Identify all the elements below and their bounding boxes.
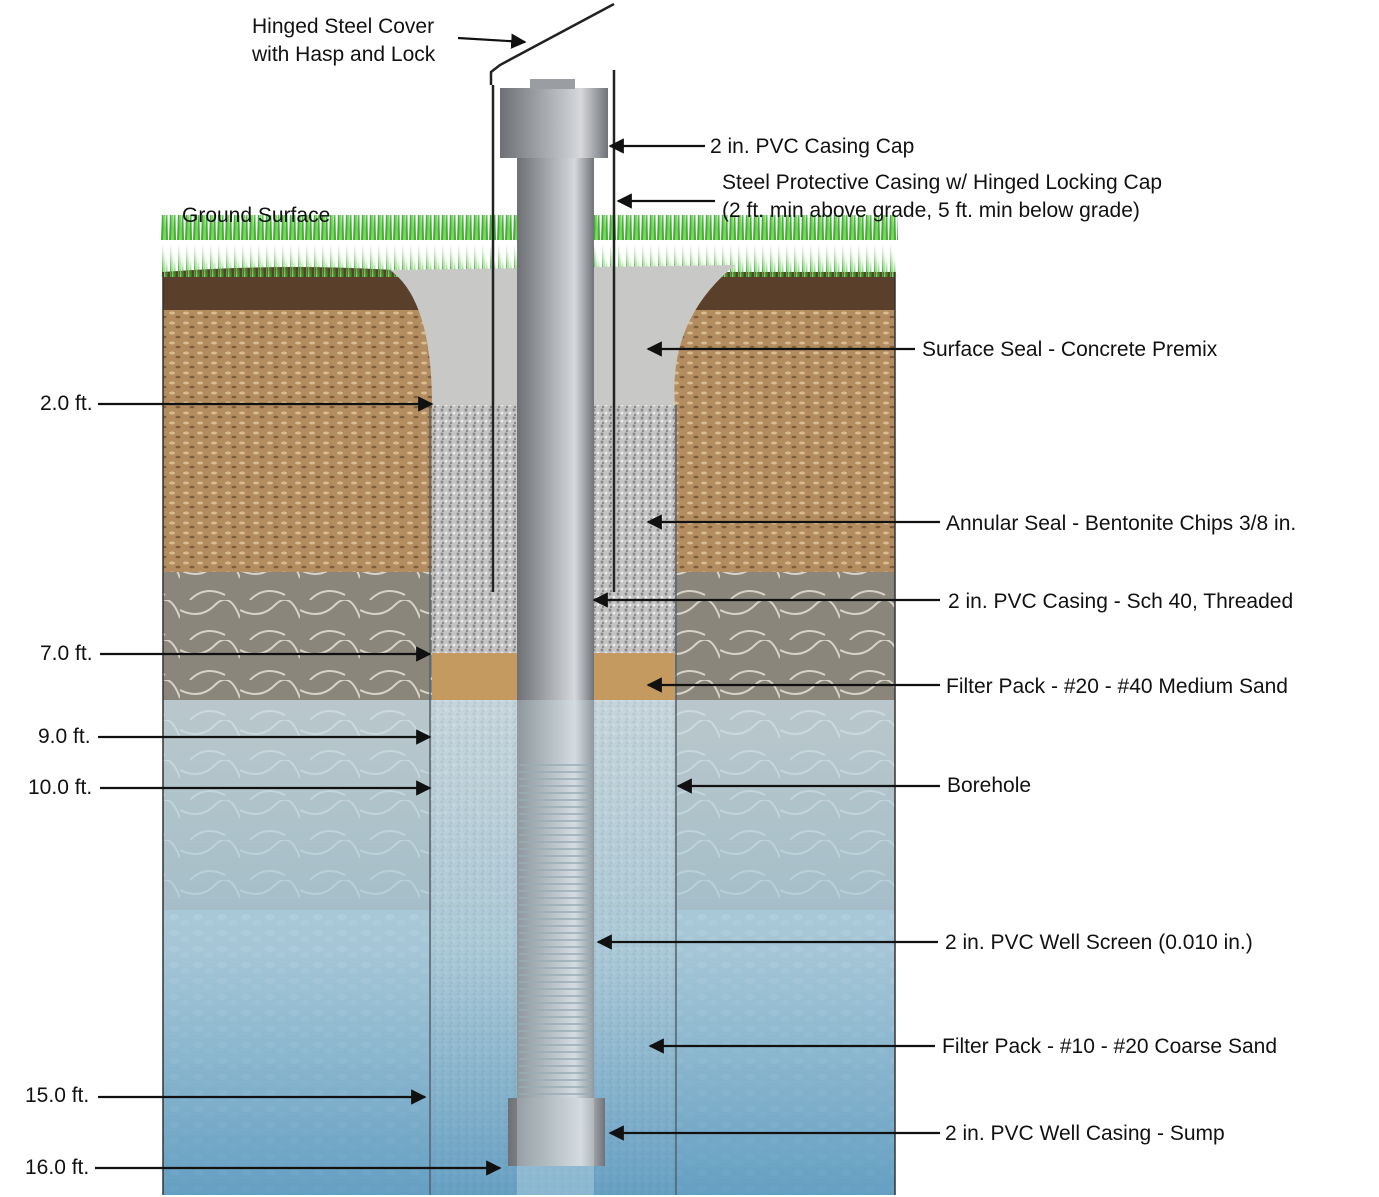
label-pvc-casing: 2 in. PVC Casing - Sch 40, Threaded bbox=[948, 590, 1293, 613]
label-surface-seal: Surface Seal - Concrete Premix bbox=[922, 338, 1218, 361]
label-protective-casing-2: (2 ft. min above grade, 5 ft. min below … bbox=[722, 199, 1140, 222]
label-borehole: Borehole bbox=[947, 774, 1031, 797]
label-hinged-cover: Hinged Steel Cover bbox=[252, 15, 434, 38]
hinged-cover bbox=[489, 2, 615, 85]
depth-label: 16.0 ft. bbox=[25, 1156, 89, 1179]
label-filter-medium: Filter Pack - #20 - #40 Medium Sand bbox=[946, 675, 1288, 698]
depth-label: 2.0 ft. bbox=[40, 392, 93, 415]
depth-label: 15.0 ft. bbox=[25, 1084, 89, 1107]
sump bbox=[508, 1098, 605, 1166]
label-protective-casing: Steel Protective Casing w/ Hinged Lockin… bbox=[722, 171, 1162, 194]
cap-top bbox=[530, 79, 575, 89]
label-hinged-cover-2: with Hasp and Lock bbox=[251, 43, 436, 66]
steel-protective-casing bbox=[489, 2, 616, 592]
depth-label: 9.0 ft. bbox=[38, 725, 91, 748]
casing-cap bbox=[500, 88, 608, 158]
depth-label: 10.0 ft. bbox=[28, 776, 92, 799]
label-sump: 2 in. PVC Well Casing - Sump bbox=[945, 1122, 1225, 1145]
label-filter-coarse: Filter Pack - #10 - #20 Coarse Sand bbox=[942, 1035, 1277, 1058]
well-screen-slots bbox=[519, 764, 592, 1095]
label-casing-cap: 2 in. PVC Casing Cap bbox=[710, 135, 914, 158]
label-ground-surface: Ground Surface bbox=[182, 204, 330, 227]
annotations: Hinged Steel Cover with Hasp and Lock Gr… bbox=[25, 15, 1296, 1179]
label-well-screen: 2 in. PVC Well Screen (0.010 in.) bbox=[945, 931, 1253, 954]
depth-label: 7.0 ft. bbox=[40, 642, 93, 665]
pvc-well bbox=[500, 79, 608, 1195]
label-annular-seal: Annular Seal - Bentonite Chips 3/8 in. bbox=[946, 512, 1296, 535]
